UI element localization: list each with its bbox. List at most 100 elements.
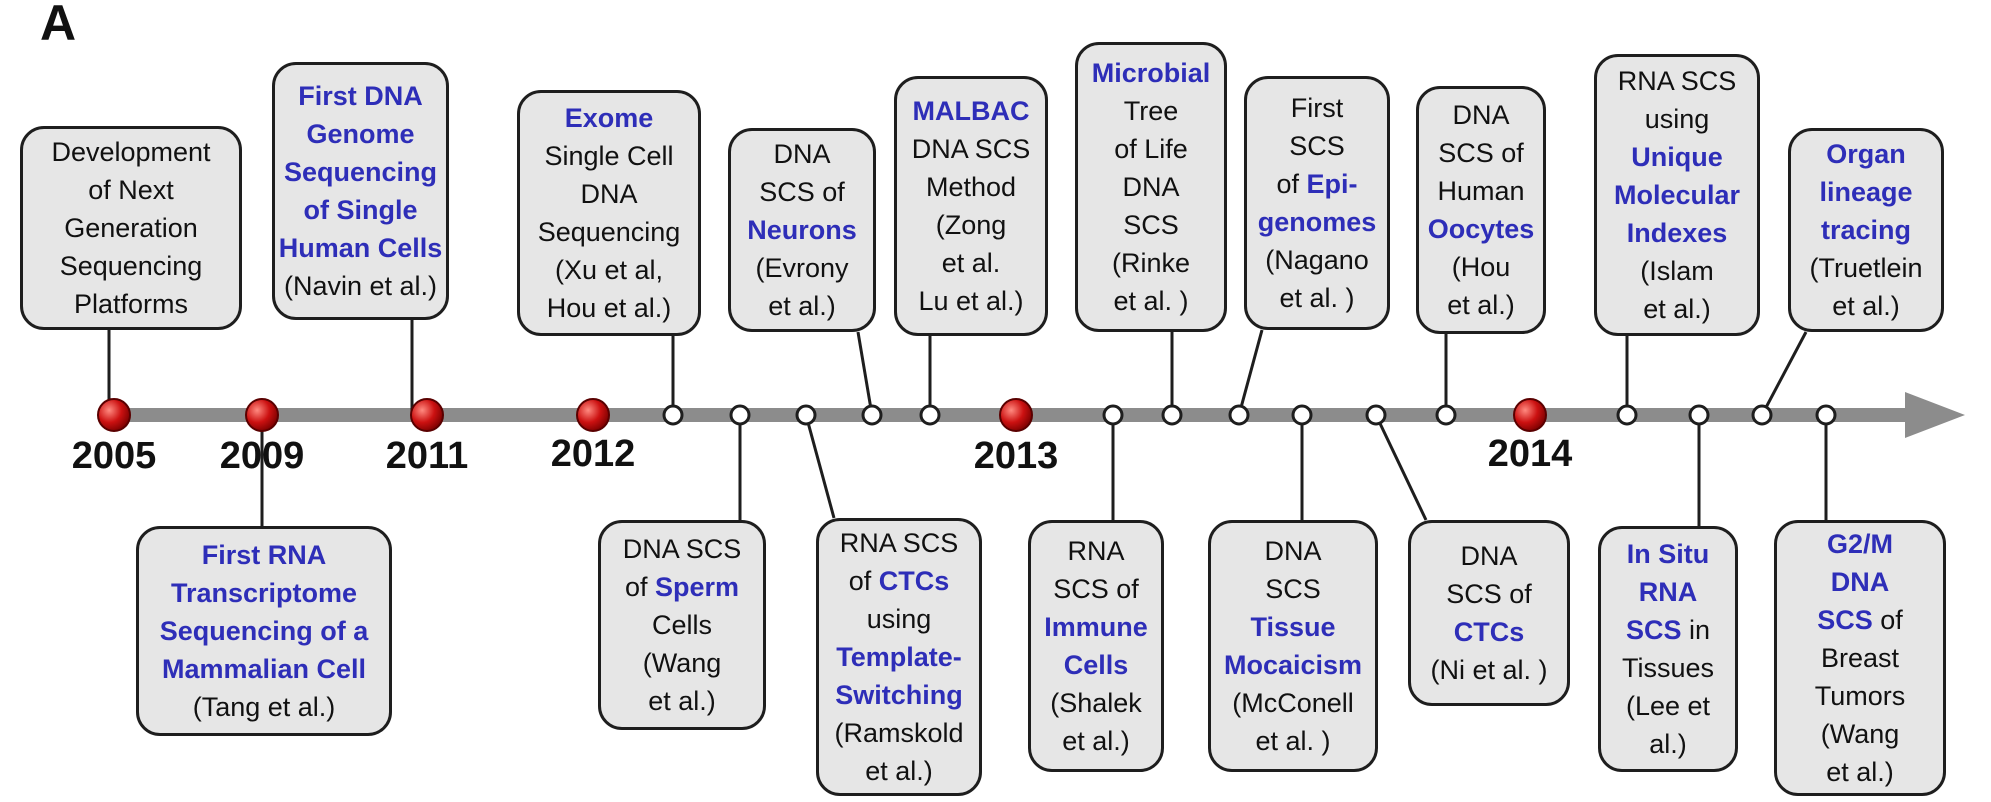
event-text: et al. — [941, 248, 1001, 278]
year-label-2011: 2011 — [385, 435, 469, 477]
event-dot-1 — [662, 404, 684, 426]
event-dot-4 — [861, 404, 883, 426]
event-text: SCS of — [1446, 579, 1532, 609]
highlight-text: Molecular — [1613, 180, 1741, 210]
event-line: SCS of — [759, 173, 845, 211]
event-line: et al.) — [1447, 286, 1515, 324]
year-marker-2012 — [576, 398, 610, 432]
bottom-connector-6 — [1374, 414, 1428, 521]
highlight-text: MALBAC — [912, 96, 1030, 126]
event-text: (Xu et al, — [554, 255, 664, 285]
event-text: Lu et al.) — [918, 286, 1024, 316]
event-dot-14 — [1751, 404, 1773, 426]
year-label-2009: 2009 — [219, 435, 305, 477]
event-text: (Zong — [935, 210, 1007, 240]
event-line: Single Cell — [544, 137, 673, 175]
event-dot-12 — [1616, 404, 1638, 426]
event-text: Cells — [651, 610, 712, 640]
event-line: Lu et al.) — [918, 282, 1023, 320]
event-line: Human Cells — [279, 229, 443, 267]
event-line: Tree — [1124, 92, 1179, 130]
event-line: SCS of — [1817, 601, 1903, 639]
event-text: RNA SCS — [1617, 66, 1737, 96]
event-line: Indexes — [1627, 214, 1728, 252]
event-line: of CTCs — [849, 562, 950, 600]
event-line: (Hou — [1452, 248, 1511, 286]
event-line: et al.) — [1826, 753, 1894, 791]
event-line: In Situ — [1627, 535, 1710, 573]
event-text: (Evrony — [755, 253, 849, 283]
year-label-2014: 2014 — [1487, 433, 1573, 475]
event-line: CTCs — [1454, 613, 1525, 651]
event-text: SCS of — [759, 177, 845, 207]
highlight-text: SCS — [1625, 615, 1682, 645]
event-line: Neurons — [747, 211, 857, 249]
event-line: DNA — [1122, 168, 1179, 206]
event-dot-7 — [1161, 404, 1183, 426]
event-line: DNA — [773, 135, 830, 173]
event-text: Breast — [1820, 643, 1900, 673]
event-line: (Lee et — [1626, 687, 1710, 725]
year-marker-2005 — [97, 398, 131, 432]
event-dot-2 — [729, 404, 751, 426]
event-line: First — [1291, 89, 1343, 127]
event-text: (Nagano — [1265, 245, 1369, 275]
event-text: DNA — [580, 179, 638, 209]
event-line: Sequencing — [284, 153, 437, 191]
event-text: SCS — [1123, 210, 1179, 240]
event-text: DNA SCS — [911, 134, 1031, 164]
event-text: SCS — [1265, 574, 1321, 604]
event-line: et al.) — [1062, 722, 1130, 760]
highlight-text: Cells — [1063, 650, 1129, 680]
event-text: et al.) — [1062, 726, 1130, 756]
highlight-text: SCS — [1817, 605, 1873, 635]
event-text: al.) — [1649, 729, 1687, 759]
event-line: SCS — [1265, 570, 1321, 608]
event-line: genomes — [1258, 203, 1377, 241]
event-line: (Ramskold — [834, 714, 963, 752]
event-text: (Lee et — [1625, 691, 1711, 721]
event-line: Template- — [836, 638, 962, 676]
event-text: Development — [51, 137, 211, 167]
highlight-text: lineage — [1819, 177, 1913, 207]
year-marker-2009 — [245, 398, 279, 432]
event-dot-6 — [1102, 404, 1124, 426]
event-line: Microbial — [1092, 54, 1211, 92]
event-line: RNA SCS — [840, 524, 959, 562]
event-text: of — [1872, 605, 1903, 635]
event-line: (Navin et al.) — [284, 267, 437, 305]
event-line: Development — [51, 133, 210, 171]
event-text: DNA — [1460, 541, 1518, 571]
year-label-2013: 2013 — [973, 435, 1059, 477]
event-line: MALBAC — [913, 92, 1030, 130]
event-line: (Shalek — [1050, 684, 1142, 722]
event-line: RNA — [1067, 532, 1124, 570]
event-text: et al. ) — [1255, 726, 1331, 756]
event-text: of Life — [1114, 134, 1188, 164]
event-dot-3 — [795, 404, 817, 426]
event-line: of Life — [1114, 130, 1188, 168]
event-line: Organ — [1826, 135, 1906, 173]
event-dot-10 — [1365, 404, 1387, 426]
highlight-text: Unique — [1631, 142, 1723, 172]
event-line: of Next — [88, 171, 174, 209]
event-line: et al.) — [1643, 290, 1711, 328]
event-line: DNA — [580, 175, 637, 213]
event-text: SCS of — [1053, 574, 1139, 604]
highlight-text: Template- — [836, 642, 962, 672]
top-connector-10 — [1760, 331, 1808, 416]
event-text: Single Cell — [544, 141, 674, 171]
event-line: et al.) — [1832, 287, 1900, 325]
highlight-text: of Single — [303, 195, 418, 225]
event-text: (Tang et al.) — [192, 692, 336, 722]
event-text: using — [866, 604, 932, 634]
